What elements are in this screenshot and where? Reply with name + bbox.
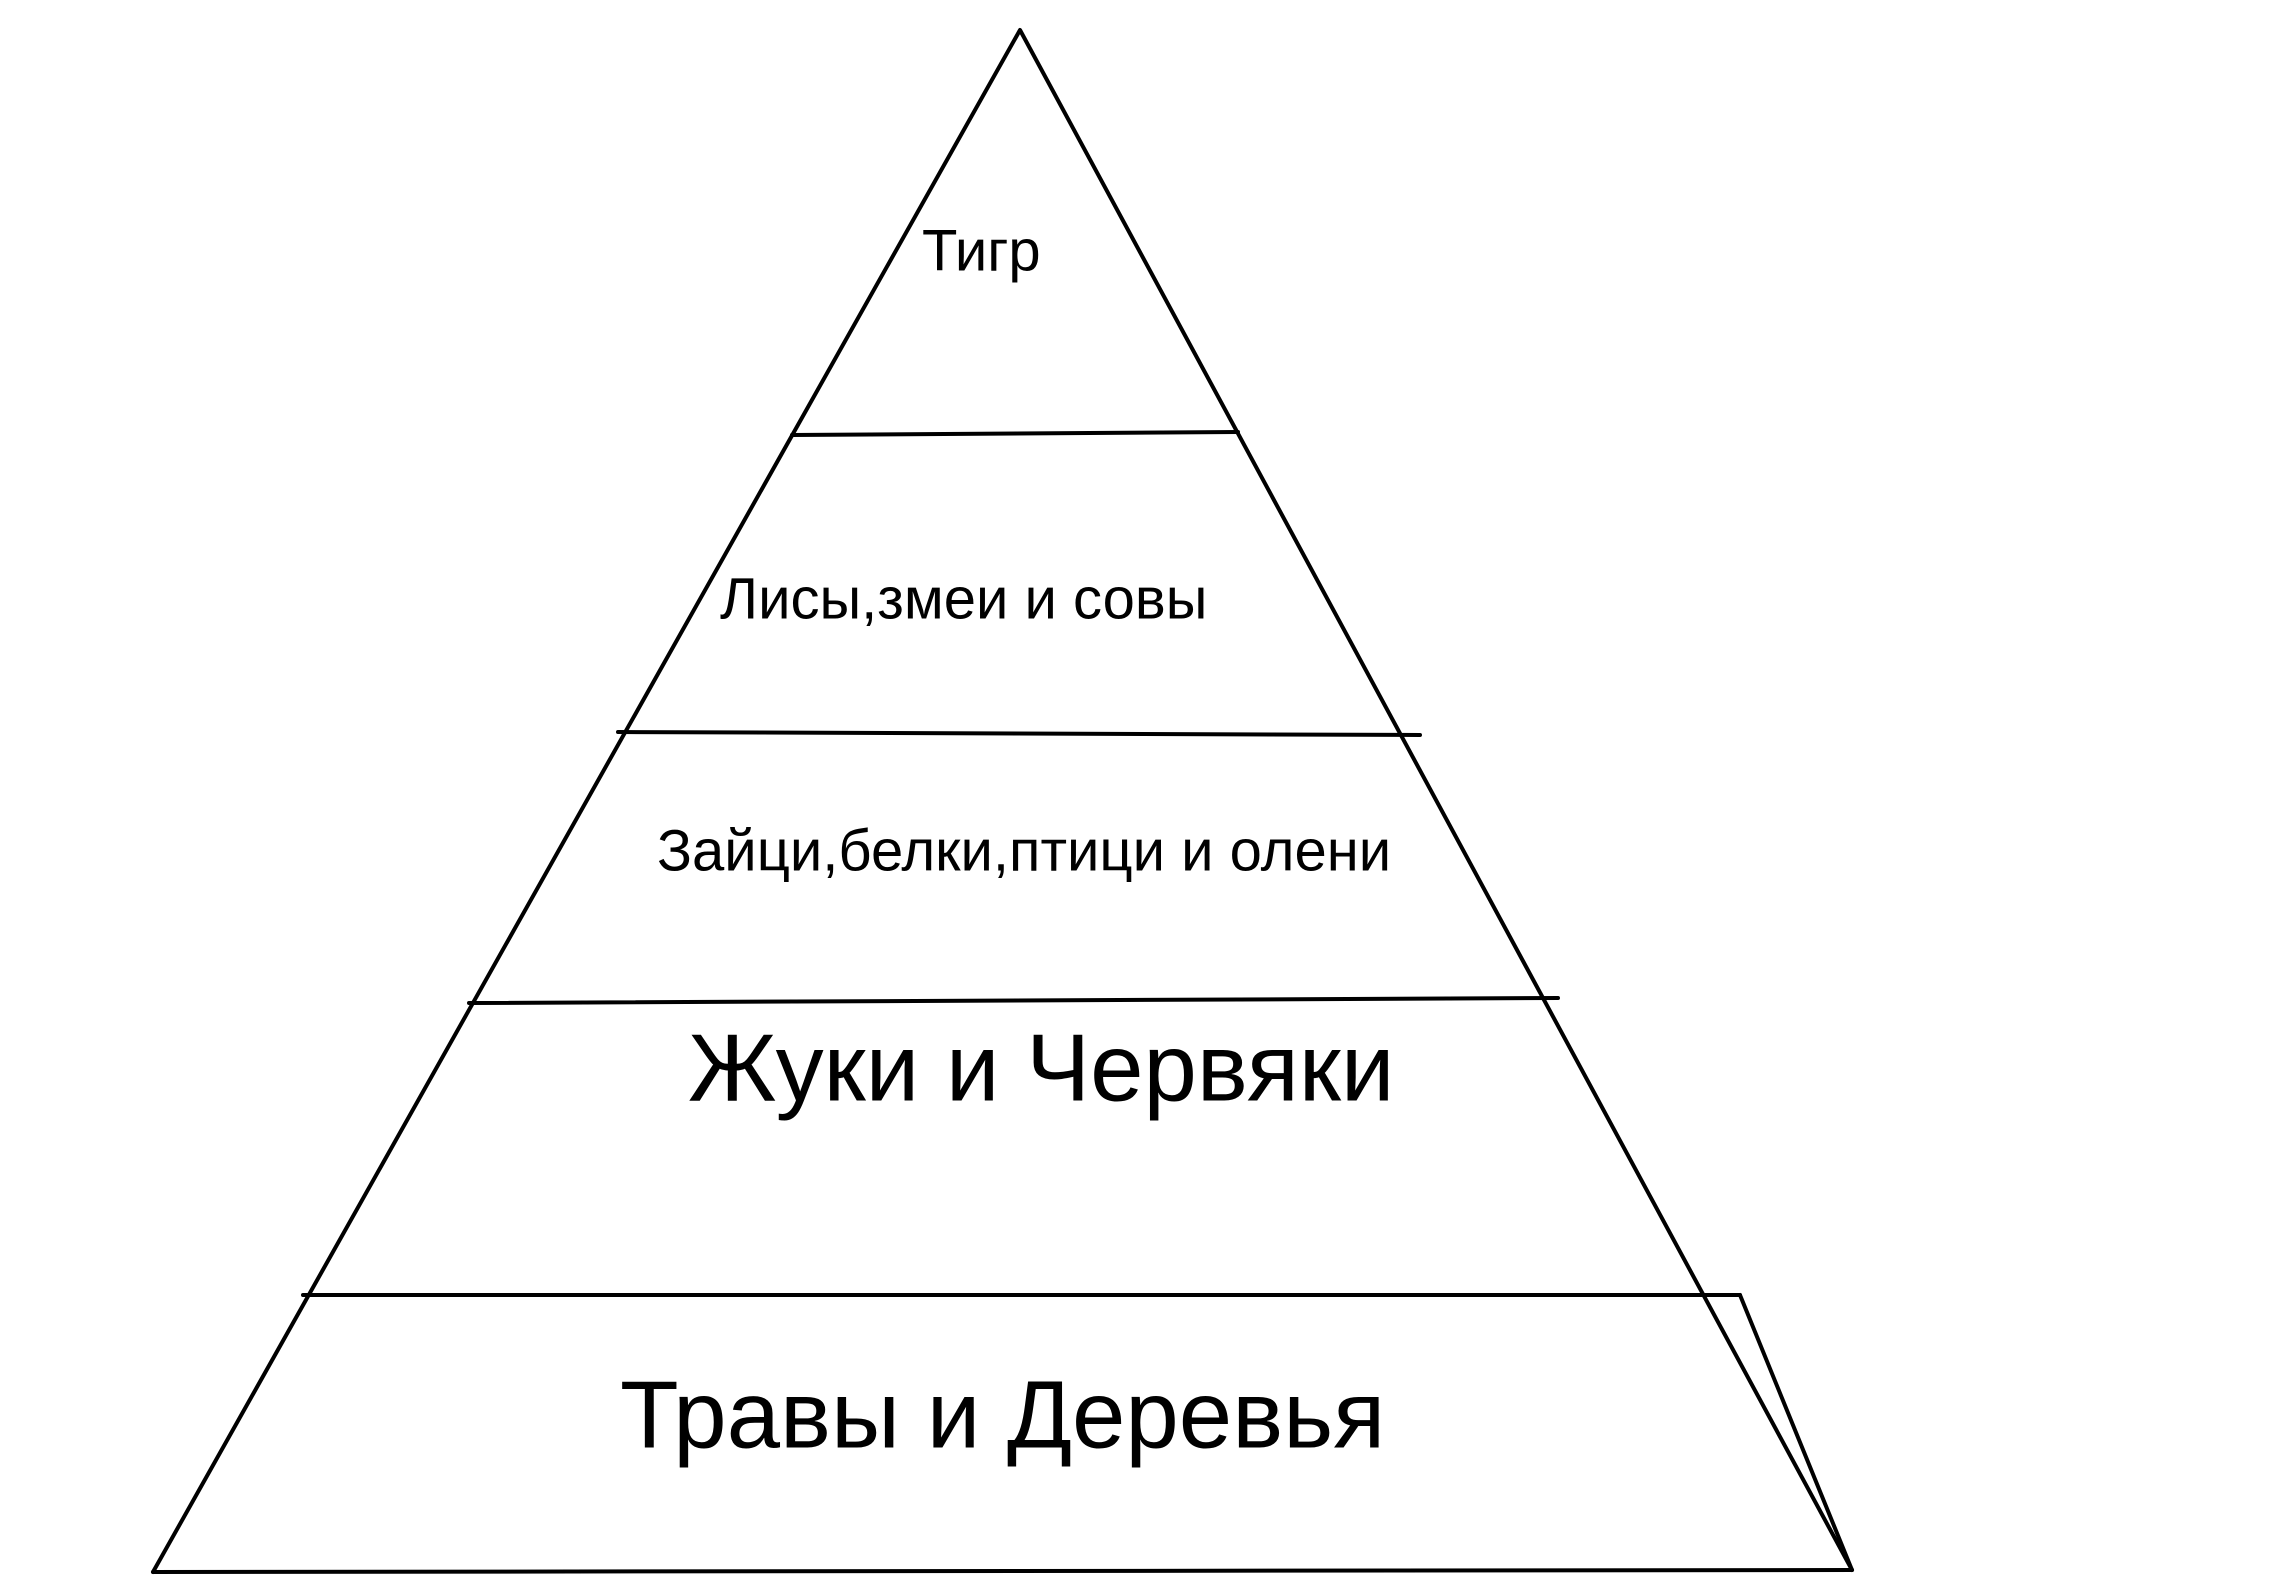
level-label-grass: Травы и Деревья xyxy=(620,1361,1385,1468)
level-label-tiger: Тигр xyxy=(922,218,1041,283)
divider-2 xyxy=(616,730,1422,737)
pyramid-outline xyxy=(151,28,1854,1574)
divider-1 xyxy=(790,430,1240,437)
divider-3 xyxy=(467,996,1560,1005)
level-label-hares: Зайци,белки,птици и олени xyxy=(657,818,1391,883)
level-label-foxes: Лисы,змеи и совы xyxy=(720,566,1207,631)
level-label-beetles: Жуки и Червяки xyxy=(688,1014,1394,1121)
pyramid-base xyxy=(151,1568,1854,1574)
pyramid-right-step xyxy=(1738,1293,1854,1572)
